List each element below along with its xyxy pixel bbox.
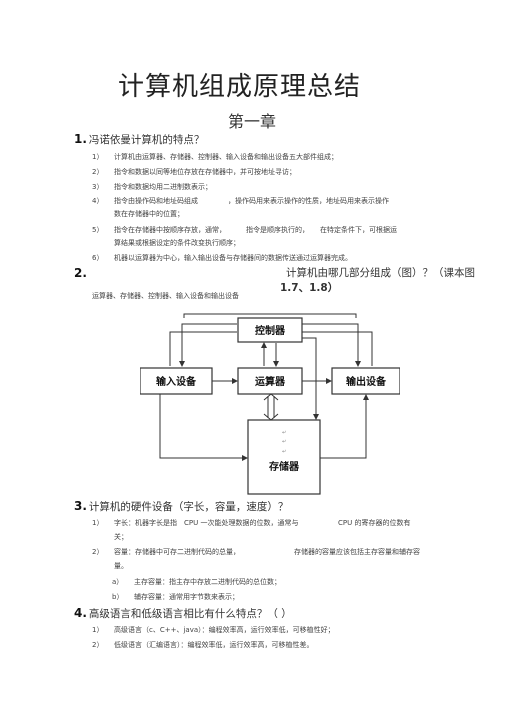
q1-item-4: 4） 指令由操作码和地址码组成 (92, 196, 198, 206)
question-2-answer: 运算器、存储器、控制器、输入设备和输出设备 (92, 292, 239, 300)
q1-item-3: 3） 指令和数据均用二进制数表示； (92, 182, 212, 192)
q3-item-2-num: 2） (92, 548, 104, 556)
memory-label: 存储器 (269, 460, 300, 473)
question-2-number-label: 2. (74, 266, 87, 280)
q3-item-2-text: 容量：存储器中可存二进制代码的总量， (114, 548, 240, 556)
q1-item-4-num: 4） (92, 197, 104, 205)
paragraph-mark-1: ↵ (282, 430, 286, 436)
controller-box (237, 317, 303, 343)
q1-item-5-text-part3: 在特定条件下，可根据运 (320, 226, 397, 234)
outer-frame-line (183, 313, 357, 318)
question-3-number: 3. (74, 499, 87, 513)
q4-item-1-text: 高级语言（c、C++、java）：编程效率高，运行效率低，可移植性好； (114, 626, 335, 634)
q3-subitem-b: b） 辅存容量：通常用字节数来表示； (112, 592, 239, 602)
q1-item-5-num: 5） (92, 226, 104, 234)
q3-subitem-b-num: b） (112, 593, 124, 601)
q1-item-2-text: 指令和数据以同等地位存放在存储器中，并可按地址寻访； (114, 168, 296, 176)
q1-item-1: 1） 计算机由运算器、存储器、控制器、输入设备和输出设备五大部件组成； (92, 152, 338, 162)
input-device-label: 输入设备 (156, 375, 197, 388)
question-3-text: 计算机的硬件设备（字长，容量，速度）？ (88, 501, 289, 513)
q1-item-2: 2） 指令和数据以同等地位存放在存储器中，并可按地址寻访； (92, 167, 296, 177)
q3-item-1-continuation: 关； (114, 533, 128, 541)
controller-to-output-arrow (302, 323, 361, 367)
document-title: 计算机组成原理总结 (118, 72, 362, 102)
question-1-number: 1. (74, 132, 87, 146)
q3-item-2-continuation: 量。 (114, 562, 128, 570)
q3-subitem-a-text: 主存容量：指主存中存放二进制代码的总位数； (134, 578, 281, 586)
q3-subitem-b-text: 辅存容量：通常用字节数来表示； (134, 593, 239, 601)
paragraph-mark-3: ↵ (282, 449, 286, 455)
q4-item-1: 1） 高级语言（c、C++、java）：编程效率高，运行效率低，可移植性好； (92, 625, 335, 635)
q1-item-4-continuation: 数在存储器中的位置； (114, 210, 184, 218)
alu-label: 运算器 (255, 375, 286, 388)
computer-structure-diagram: 控制器 输入设备 运算器 输出设备 存储器 ↵ ↵ ↵ (140, 313, 400, 495)
q3-item-2: 2） 容量：存储器中可存二进制代码的总量， (92, 547, 240, 557)
question-2-text-continuation: 1.7、1.8） (280, 282, 339, 294)
q3-item-1-text: 字长：机器字长是指 (114, 519, 177, 527)
memory-box (247, 419, 321, 495)
q1-item-5-text: 指令在存储器中按顺序存放，通常， (114, 226, 226, 234)
question-4: 4.高级语言和低级语言相比有什么特点？（ ） (74, 606, 292, 621)
input-to-memory-arrow (159, 394, 248, 461)
input-device-box (140, 367, 213, 395)
alu-memory-arrow-down (263, 413, 279, 421)
controller-to-memory-arrow (302, 337, 319, 420)
q3-item-1-text-part3: CPU 的寄存器的位数有 (338, 519, 411, 527)
output-device-label: 输出设备 (346, 375, 387, 388)
alu-memory-arrow-up (263, 393, 279, 401)
q1-item-6-text: 机器以运算器为中心，输入输出设备与存储器间的数据传送通过运算器完成。 (114, 254, 352, 262)
q1-item-6-num: 6） (92, 254, 104, 262)
output-controller-feedback-line (302, 331, 373, 366)
q4-item-2-num: 2） (92, 641, 104, 649)
controller-label: 控制器 (255, 324, 286, 337)
question-2-number: 2. (74, 266, 89, 280)
controller-to-input-arrow (179, 323, 237, 367)
input-controller-feedback-line (169, 331, 237, 366)
question-4-text: 高级语言和低级语言相比有什么特点？（ ） (88, 608, 292, 620)
q3-item-2-text-part2: 存储器的容量应该包括主存容量和辅存容 (294, 548, 420, 556)
question-1: 1.冯诺依曼计算机的特点？ (74, 132, 204, 147)
q3-subitem-a: a） 主存容量：指主存中存放二进制代码的总位数； (112, 577, 281, 587)
q3-subitem-a-num: a） (112, 578, 124, 586)
question-3: 3.计算机的硬件设备（字长，容量，速度）？ (74, 499, 288, 514)
q1-item-4-text-part2: ，操作码用来表示操作的性质，地址码用来表示操作 (228, 197, 389, 205)
paragraph-mark-2: ↵ (282, 439, 286, 445)
alu-box (237, 367, 303, 395)
q4-item-2-text: 低级语言（汇编语言）：编程效率低，运行效率高，可移植性差。 (114, 641, 314, 649)
q3-item-1-text-part2: CPU 一次能处理数据的位数，通常与 (184, 519, 299, 527)
q1-item-3-num: 3） (92, 183, 104, 191)
memory-to-output-arrow (320, 394, 369, 459)
question-1-text: 冯诺依曼计算机的特点？ (88, 134, 205, 146)
q1-item-3-text: 指令和数据均用二进制数表示； (114, 183, 212, 191)
q1-item-1-num: 1） (92, 153, 104, 161)
q1-item-6: 6） 机器以运算器为中心，输入输出设备与存储器间的数据传送通过运算器完成。 (92, 253, 352, 263)
q1-item-5: 5） 指令在存储器中按顺序存放，通常， (92, 225, 226, 235)
q1-item-2-num: 2） (92, 168, 104, 176)
question-2-text: 计算机由哪几部分组成（图）？（课本图 (286, 267, 475, 279)
q3-item-1: 1） 字长：机器字长是指 (92, 518, 177, 528)
q1-item-1-text: 计算机由运算器、存储器、控制器、输入设备和输出设备五大部件组成； (114, 153, 338, 161)
chapter-heading: 第一章 (228, 112, 277, 131)
q4-item-2: 2） 低级语言（汇编语言）：编程效率低，运行效率高，可移植性差。 (92, 640, 314, 650)
q1-item-5-text-part2: 指令是顺序执行的， (246, 226, 309, 234)
question-4-number: 4. (74, 606, 87, 620)
q3-item-1-num: 1） (92, 519, 104, 527)
q1-item-4-text: 指令由操作码和地址码组成 (114, 197, 198, 205)
q1-item-5-continuation: 算结果或根据设定的条件改变执行顺序； (114, 239, 240, 247)
q4-item-1-num: 1） (92, 626, 104, 634)
